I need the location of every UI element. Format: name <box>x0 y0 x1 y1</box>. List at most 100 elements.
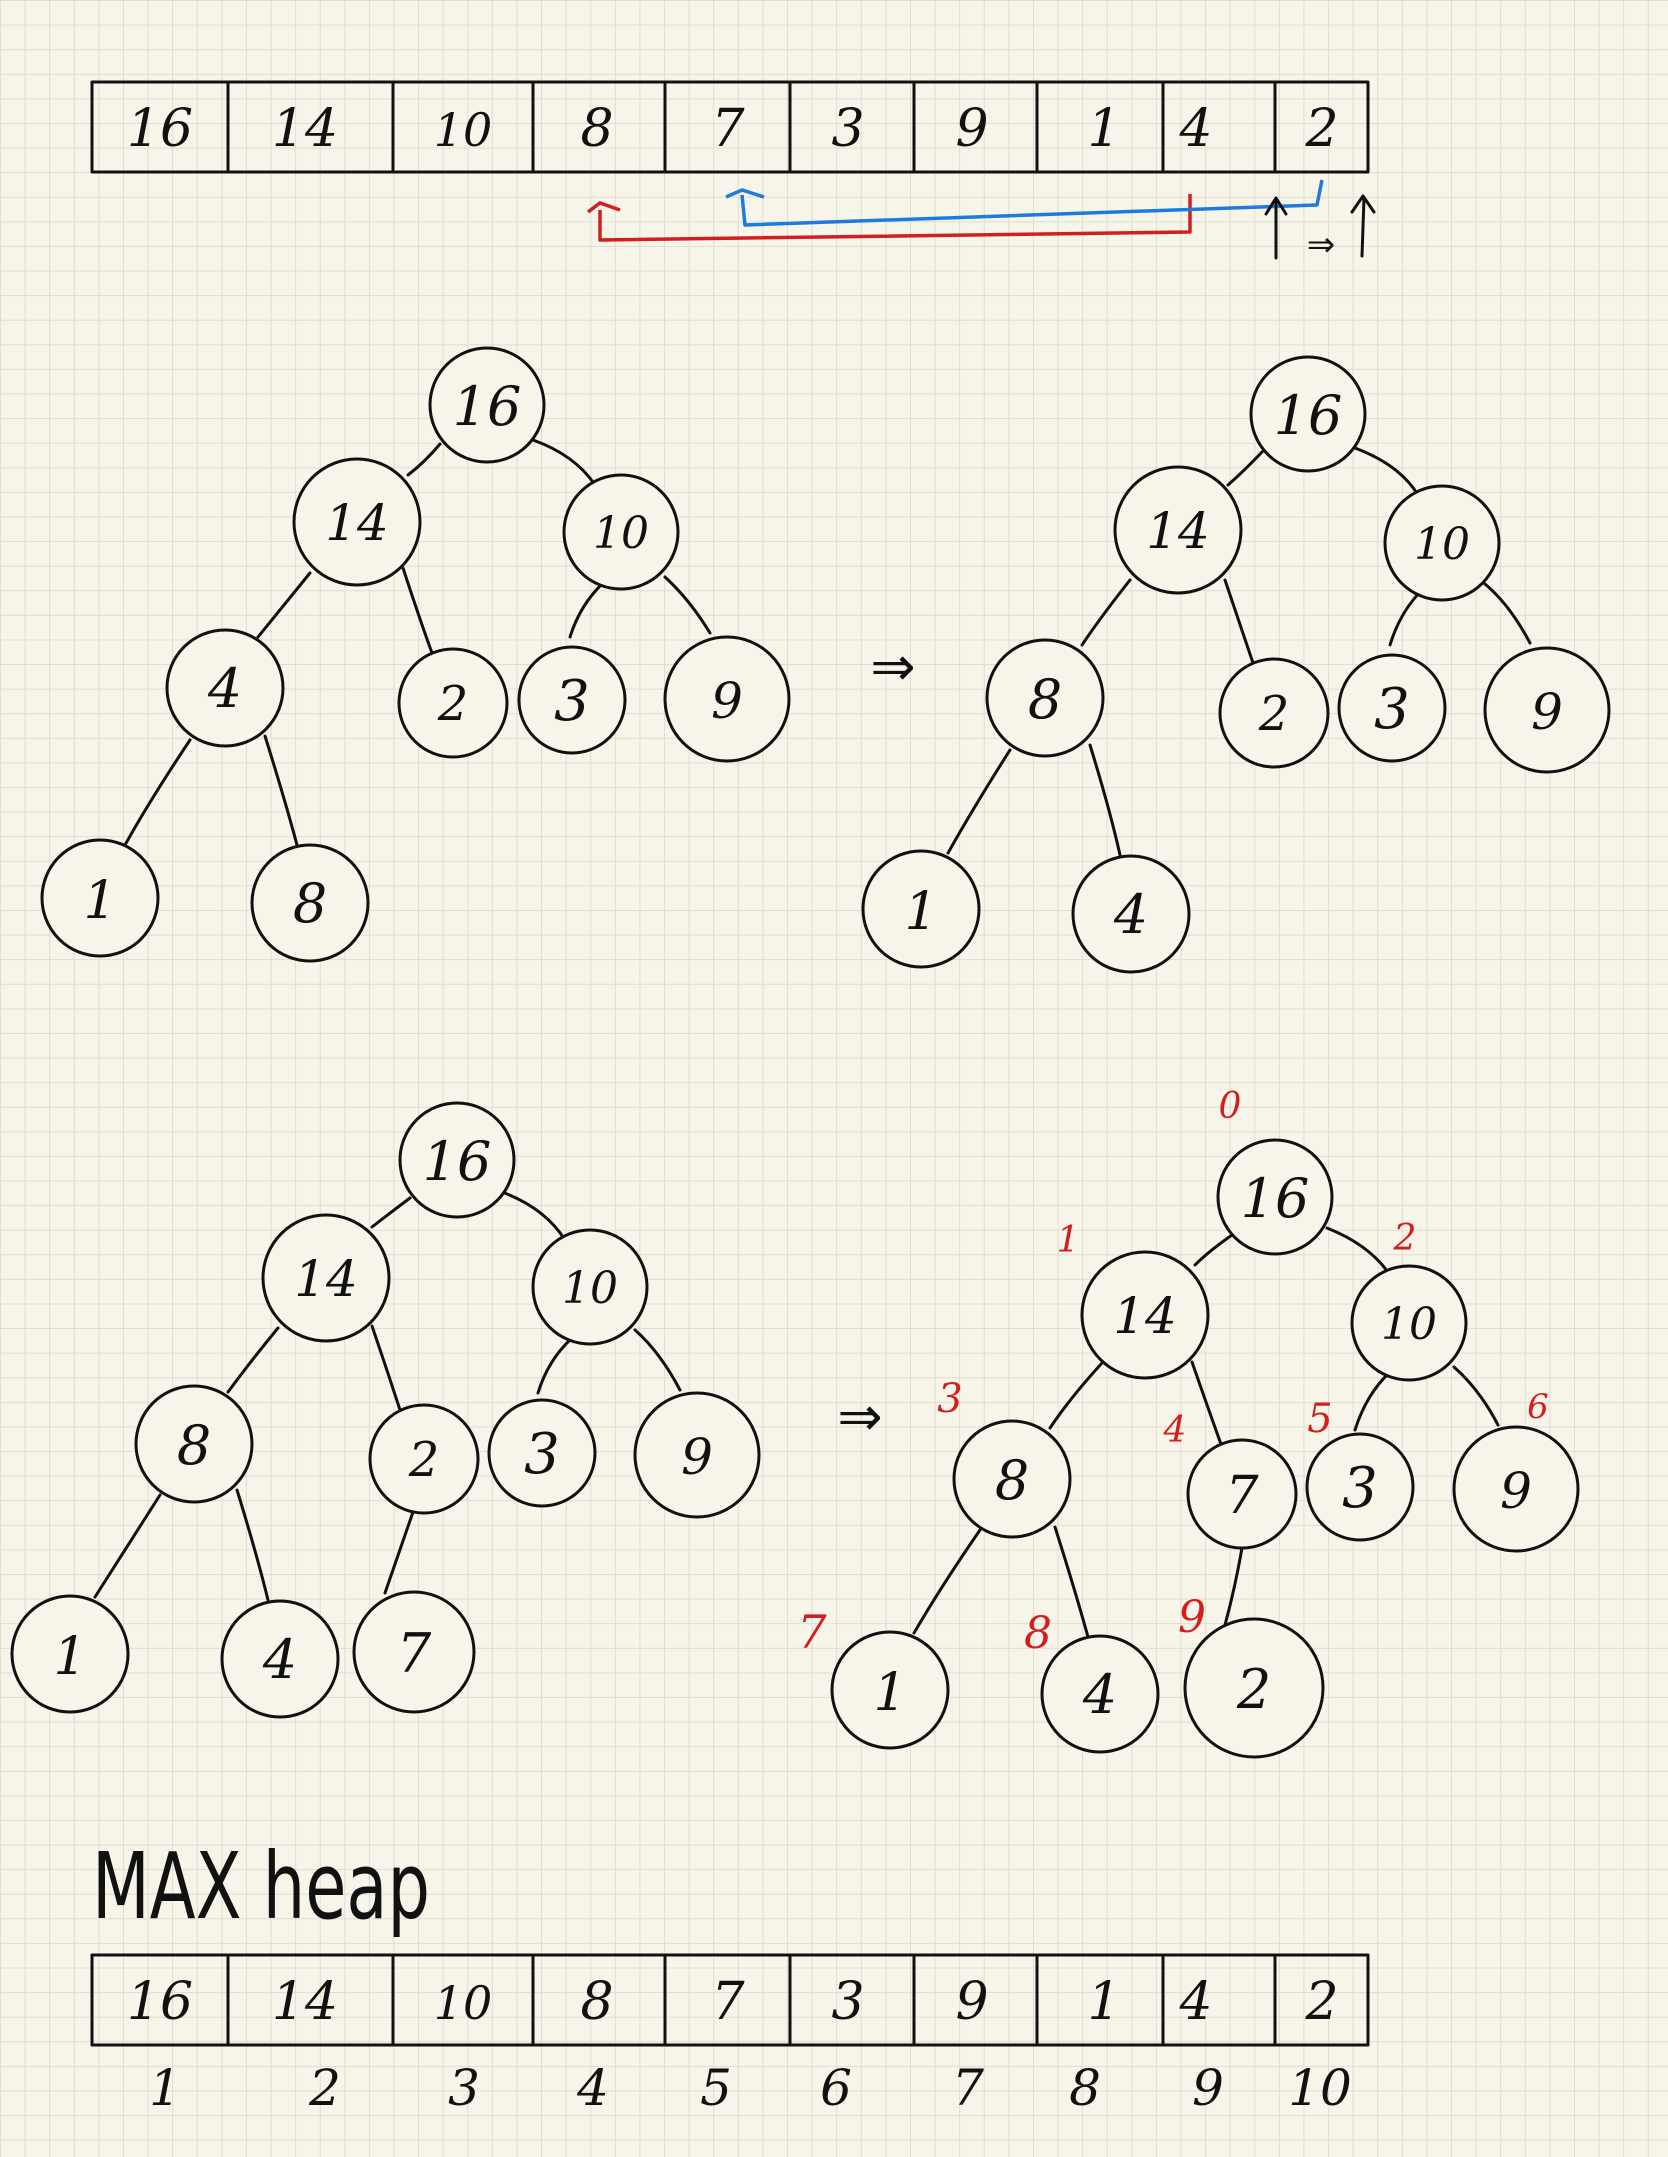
array-top-cell: 4 <box>1178 99 1212 159</box>
tree-1-node: 3 <box>517 645 627 755</box>
svg-text:2: 2 <box>437 676 469 732</box>
svg-text:1: 1 <box>53 1627 86 1687</box>
pointer-arrows: ⇒ <box>1264 194 1376 265</box>
svg-text:14: 14 <box>325 494 389 552</box>
svg-text:9: 9 <box>681 1428 713 1486</box>
array-top-frame <box>90 80 1370 174</box>
svg-text:14: 14 <box>294 1250 358 1308</box>
svg-text:14: 14 <box>1146 502 1210 560</box>
tree-1: 16 14 10 4 2 3 9 1 8 <box>40 346 791 963</box>
array-index: 7 <box>952 2059 984 2117</box>
svg-text:14: 14 <box>1113 1287 1177 1345</box>
svg-text:7: 7 <box>1225 1466 1259 1526</box>
tree-3-node: 10 <box>531 1228 649 1346</box>
array-bottom: 16 14 10 8 7 3 9 1 4 2 <box>90 1953 1370 2047</box>
tree-4-node: 1 <box>830 1630 950 1750</box>
index-label: 7 <box>797 1605 827 1659</box>
array-top-cell: 3 <box>831 99 864 159</box>
tree-1-node: 1 <box>40 838 160 958</box>
array-bottom-cell: 9 <box>955 1972 988 2032</box>
tree-2: 16 14 10 8 2 3 9 1 4 <box>861 355 1611 974</box>
tree-4-node: 9 <box>1452 1425 1580 1553</box>
svg-text:2: 2 <box>1236 1658 1271 1721</box>
svg-text:16: 16 <box>453 375 522 438</box>
svg-text:2: 2 <box>408 1432 440 1488</box>
tree-3-node: 16 <box>398 1101 516 1219</box>
array-bottom-frame <box>90 1953 1370 2047</box>
tree-4-node: 8 <box>952 1419 1072 1539</box>
tree-3-node: 14 <box>261 1213 391 1343</box>
array-bottom-cell: 1 <box>1087 1972 1120 2032</box>
tree-4-node: 7 <box>1186 1438 1298 1550</box>
array-bottom-cell: 2 <box>1304 1972 1338 2032</box>
tree-3-node: 7 <box>352 1590 476 1714</box>
transform-arrow: ⇒ <box>837 1385 882 1448</box>
index-label: 1 <box>1057 1220 1080 1261</box>
tree-2-node: 2 <box>1218 657 1330 769</box>
tree-2-node: 14 <box>1113 465 1243 595</box>
tree-3-node: 3 <box>487 1398 597 1508</box>
tree-1-node: 16 <box>428 346 546 464</box>
svg-text:16: 16 <box>1274 384 1343 447</box>
array-bottom-cell: 8 <box>580 1972 613 2032</box>
array-index: 4 <box>576 2059 609 2117</box>
index-label: 0 <box>1219 1086 1242 1127</box>
red-swap-bracket <box>598 194 1192 242</box>
svg-text:8: 8 <box>995 1449 1029 1512</box>
tree-2-node: 1 <box>861 849 981 969</box>
array-index: 10 <box>1288 2059 1352 2117</box>
array-index: 8 <box>1069 2059 1101 2117</box>
array-bottom-cell: 3 <box>831 1972 864 2032</box>
array-top-cell: 2 <box>1304 99 1338 159</box>
array-top: 16 14 10 8 7 3 9 1 4 2 <box>90 80 1370 174</box>
svg-text:4: 4 <box>207 657 242 720</box>
array-index: 3 <box>448 2059 480 2117</box>
tree-1-node: 4 <box>165 628 285 748</box>
tree-2-node: 4 <box>1071 854 1191 974</box>
tree-2-node: 16 <box>1249 355 1367 473</box>
index-label: 9 <box>1178 1592 1206 1643</box>
svg-text:16: 16 <box>423 1130 492 1193</box>
svg-text:4: 4 <box>1113 883 1148 946</box>
array-index: 5 <box>700 2059 732 2117</box>
tree-1-node: 9 <box>663 635 791 763</box>
svg-text:3: 3 <box>1374 677 1410 742</box>
section-title: MAX heap <box>92 1833 430 1940</box>
array-top-cell: 1 <box>1087 99 1120 159</box>
array-index: 1 <box>149 2059 181 2117</box>
svg-text:2: 2 <box>1258 686 1290 742</box>
tree-4-node: 10 <box>1350 1264 1468 1382</box>
array-top-cell: 14 <box>272 99 338 159</box>
tree-3: 16 14 10 8 2 3 9 1 4 7 <box>10 1101 761 1719</box>
transform-arrow: ⇒ <box>870 635 915 698</box>
array-index: 2 <box>308 2059 341 2117</box>
svg-text:3: 3 <box>554 669 590 734</box>
tree-2-node: 9 <box>1483 646 1611 774</box>
array-bottom-cell: 10 <box>434 1976 493 2030</box>
array-bottom-cell: 7 <box>711 1972 745 2032</box>
array-index: 9 <box>1192 2059 1224 2117</box>
svg-text:4: 4 <box>1082 1663 1117 1726</box>
svg-text:8: 8 <box>1028 668 1062 731</box>
tree-1-node: 8 <box>250 843 370 963</box>
svg-text:8: 8 <box>293 872 327 935</box>
svg-text:1: 1 <box>904 882 937 942</box>
svg-text:16: 16 <box>1241 1167 1310 1230</box>
small-arrow-symbol: ⇒ <box>1307 225 1336 265</box>
array-bottom-cell: 14 <box>272 1972 338 2032</box>
tree-4-node: 16 <box>1216 1138 1334 1256</box>
array-indices: 1 2 3 4 5 6 7 8 9 10 <box>149 2059 1352 2117</box>
tree-4: 16 14 10 8 7 3 9 1 4 2 0 1 2 3 4 5 6 7 8… <box>797 1086 1580 1759</box>
svg-text:9: 9 <box>1531 683 1563 741</box>
tree-1-node: 2 <box>397 647 509 759</box>
svg-text:7: 7 <box>397 1622 432 1685</box>
array-index: 6 <box>820 2059 852 2117</box>
tree-1-node: 14 <box>292 457 422 587</box>
tree-2-node: 3 <box>1337 653 1447 763</box>
tree-4-node: 4 <box>1040 1634 1160 1754</box>
array-top-cell: 8 <box>580 99 613 159</box>
svg-text:1: 1 <box>83 871 116 931</box>
array-top-cell: 16 <box>127 99 193 159</box>
tree-3-node: 2 <box>368 1403 480 1515</box>
